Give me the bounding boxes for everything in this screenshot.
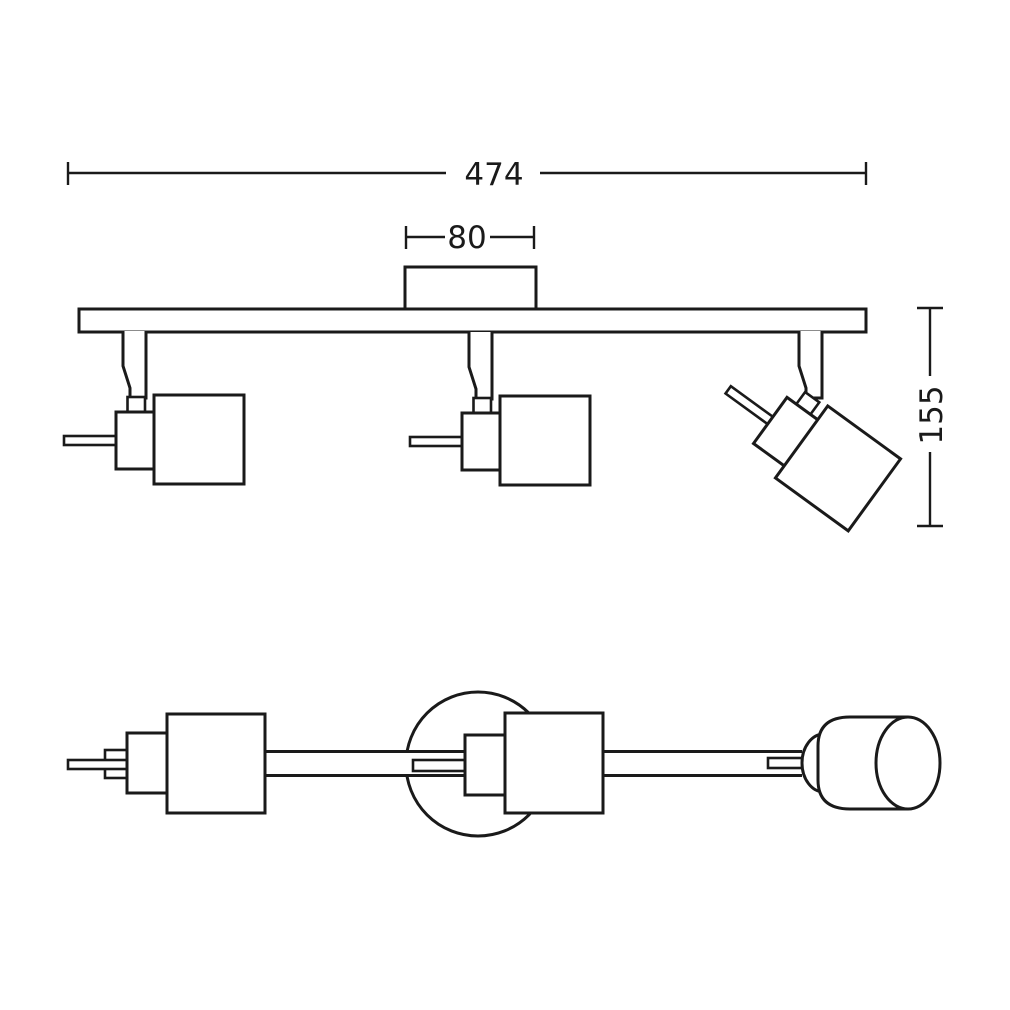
bottom-spot-center <box>411 711 605 815</box>
bottom-view <box>66 690 942 838</box>
spotlight-center <box>408 330 592 487</box>
spotlight-left <box>62 329 246 486</box>
dim-fixture-height-label: 155 <box>914 385 950 444</box>
shade <box>165 712 267 815</box>
adjust-rod <box>411 758 468 773</box>
dim-canopy-width: 80 <box>404 220 536 256</box>
dim-overall-width-label: 474 <box>464 157 523 193</box>
bottom-spot-right <box>766 715 942 811</box>
spotlight-center-head <box>408 394 592 487</box>
spotlight-right <box>701 329 903 533</box>
dim-overall-width: 474 <box>66 157 868 193</box>
spotlight-left-head <box>62 393 246 486</box>
front-view <box>62 265 903 533</box>
mounting-bar <box>77 307 868 334</box>
gimbal-block <box>463 733 507 797</box>
gimbal-block <box>125 731 169 795</box>
adjust-rod <box>766 756 806 770</box>
dim-canopy-width-label: 80 <box>447 220 486 256</box>
shade <box>503 711 605 815</box>
dim-fixture-height: 155 <box>914 306 950 528</box>
shade-rim <box>874 715 942 811</box>
spotlight-left-stem <box>121 329 148 400</box>
spotlight-center-stem <box>467 330 494 401</box>
spotlight-right-head <box>701 351 903 533</box>
bottom-spot-left <box>66 712 267 815</box>
spotlight-right-stem <box>797 329 824 400</box>
ceiling-canopy-box <box>403 265 538 311</box>
adjust-rod <box>66 758 130 771</box>
